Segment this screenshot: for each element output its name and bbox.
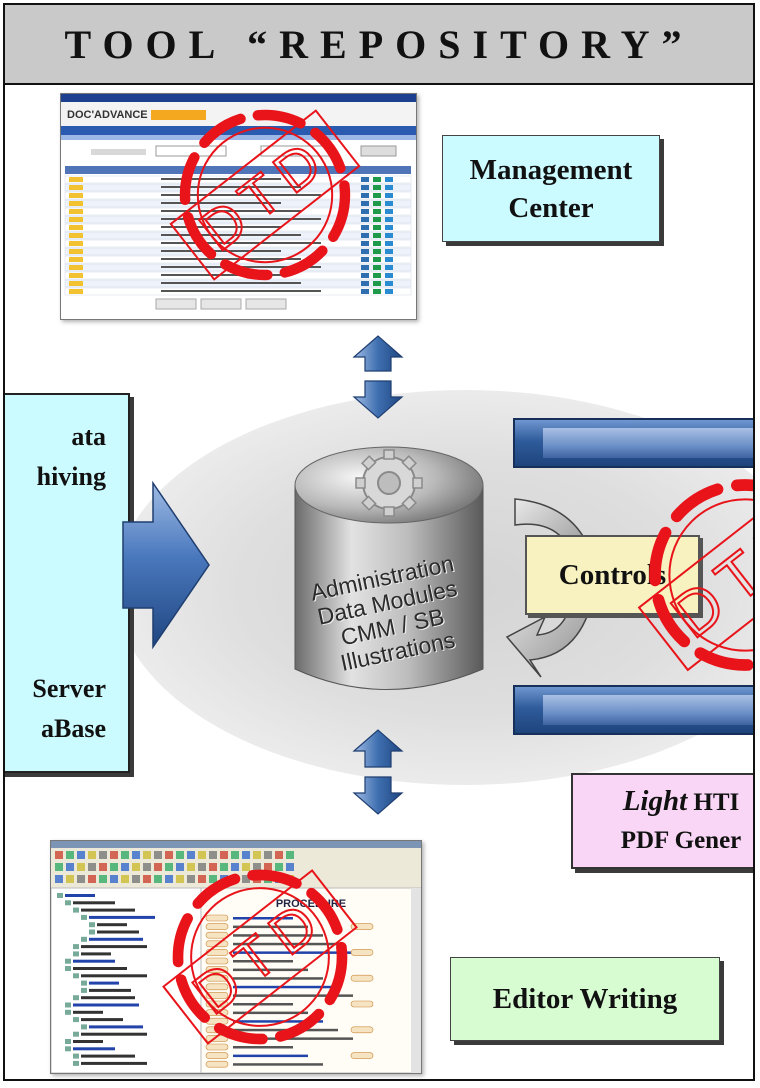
server-line-1: Server [32,674,106,703]
diagram-title: TOOL “REPOSITORY” [64,21,694,67]
screenshot-app-name: DOC'ADVANCE [67,109,148,121]
output-line-1: Light HTI [623,782,740,822]
output-bar-bottom [513,685,753,735]
output-line-2: PDF Gener [620,827,742,854]
output-bar-top [513,418,753,468]
editor-screenshot: PROCÉDURE [50,840,422,1074]
data-archiving-box: ata hiving Server aBase [5,393,130,773]
management-line-2: Center [508,191,594,224]
controls-label: Controls [558,558,667,591]
editor-heading: PROCÉDURE [276,897,346,910]
editor-label: Editor Writing [492,982,678,1015]
output-html-word: HTI [687,789,740,816]
controls-box: Controls [525,535,700,615]
diagram-frame: TOOL “REPOSITORY” DOC'ADVANCE [3,3,755,1081]
archiving-line-2: hiving [36,462,106,491]
archiving-line-1: ata [71,422,106,451]
editor-writing-box: Editor Writing [450,957,720,1041]
management-line-1: Management [469,153,633,186]
management-center-box: Management Center [442,135,660,242]
output-light-word: Light [622,785,688,817]
output-generator-box: Light HTI PDF Gener [571,773,753,869]
server-line-2: aBase [41,714,106,743]
management-center-screenshot: DOC'ADVANCE [60,93,417,320]
title-bar: TOOL “REPOSITORY” [5,5,753,85]
